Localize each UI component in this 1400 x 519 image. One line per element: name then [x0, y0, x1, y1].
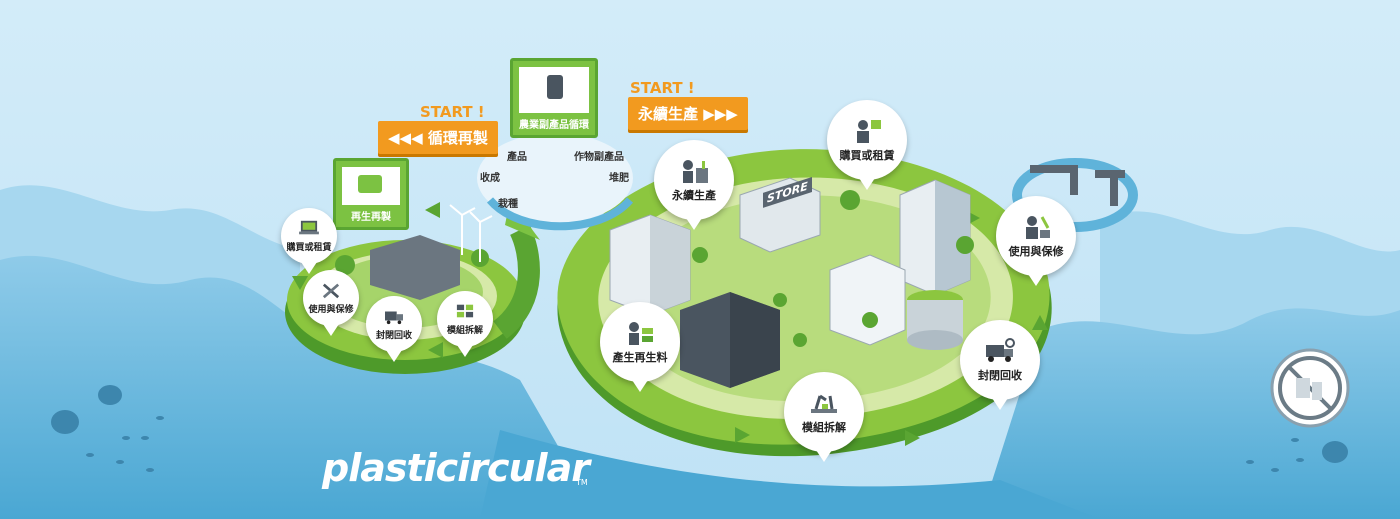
- pin-label: 產生再生料: [612, 350, 668, 364]
- modules-icon: [456, 304, 474, 318]
- sea-life: [51, 385, 1348, 472]
- sea-bottom: [480, 430, 1100, 519]
- agri-step-harvest: 收成: [480, 173, 500, 184]
- trees: [335, 190, 974, 347]
- agri-bubble: [477, 133, 633, 223]
- factory-worker-icon: [683, 159, 708, 183]
- agri-step-plant: 栽種: [498, 199, 518, 210]
- start-sign-production: 永續生產 ▶▶▶: [628, 97, 748, 130]
- robot-arm-icon: [811, 394, 837, 413]
- no-plastic-bag-icon: [1270, 348, 1350, 428]
- pin-closed-recycling-right[interactable]: 封閉回收: [960, 320, 1040, 410]
- pin-module-disassembly-left[interactable]: 模組拆解: [437, 291, 493, 357]
- repair-worker-icon: [1026, 215, 1050, 239]
- city-buildings: [370, 177, 971, 388]
- trademark-mark: TM: [576, 478, 588, 487]
- farmer-icon: [547, 75, 563, 99]
- agri-step-byproduct: 作物副產品: [574, 152, 624, 163]
- pin-use-repair-right[interactable]: 使用與保修: [996, 196, 1076, 286]
- recycled-material-icon: [629, 321, 653, 345]
- recycle-machine-icon: [358, 175, 382, 193]
- pin-label: 封閉回收: [375, 331, 412, 341]
- remake-sign-label: 再生再製: [351, 212, 391, 223]
- plasticircular-logo: plasticircular: [322, 446, 590, 490]
- shopper-icon: [857, 119, 881, 143]
- pin-label: 使用與保修: [308, 305, 354, 315]
- pin-module-disassembly-right[interactable]: 模組拆解: [784, 372, 864, 462]
- wrench-icon: [322, 283, 340, 299]
- pin-buy-lease-right[interactable]: 購買或租賃: [827, 100, 907, 190]
- truck-icon: [385, 311, 403, 325]
- agri-step-product: 產品: [507, 152, 527, 163]
- start-label-right: START !: [630, 79, 695, 97]
- pin-label: 模組拆解: [802, 420, 846, 434]
- laptop-cart-icon: [299, 220, 319, 235]
- pin-sustainable-production[interactable]: 永續生產: [654, 140, 734, 230]
- agri-sign: 農業副產品循環: [510, 58, 598, 138]
- pin-label: 購買或租賃: [286, 243, 332, 253]
- start-sign-recycle: ◀◀◀ 循環再製: [378, 121, 498, 154]
- pin-label: 封閉回收: [978, 368, 1022, 382]
- wind-turbines: [449, 204, 493, 262]
- wave-left: [0, 255, 600, 519]
- pin-buy-lease-left[interactable]: 購買或租賃: [281, 208, 337, 274]
- pin-label: 永續生產: [672, 188, 716, 202]
- pin-label: 使用與保修: [1008, 244, 1064, 258]
- delivery-truck-icon: [986, 337, 1015, 362]
- remake-sign: 再生再製: [333, 158, 409, 230]
- pin-use-repair-left[interactable]: 使用與保修: [303, 270, 359, 336]
- agri-sign-label: 農業副產品循環: [519, 120, 589, 131]
- pin-label: 購買或租賃: [839, 148, 895, 162]
- pin-recycled-material[interactable]: 產生再生料: [600, 302, 680, 392]
- pin-closed-recycling-left[interactable]: 封閉回收: [366, 296, 422, 362]
- agri-step-compost: 堆肥: [609, 173, 629, 184]
- start-label-left: START !: [420, 103, 485, 121]
- pin-label: 模組拆解: [446, 326, 483, 336]
